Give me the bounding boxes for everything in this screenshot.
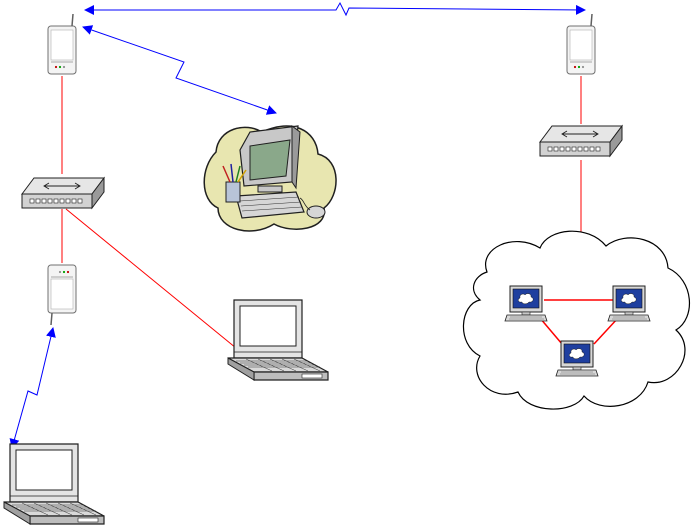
access-point-top-right-icon [567, 14, 595, 74]
wireless-link-ap-top-left-to-ap-top-right [85, 3, 585, 15]
access-point-bottom-left-icon [48, 265, 76, 325]
workstation-cloud-left-icon [505, 286, 547, 321]
workstation-cloud-right-icon [608, 286, 650, 321]
cloud-icon [463, 231, 689, 409]
link-switch-left-to-laptop-middle [66, 209, 236, 348]
switch-left-icon [22, 178, 104, 208]
workstation-cloud-bottom-icon [556, 341, 598, 376]
laptop-middle-icon [228, 300, 328, 380]
wireless-link-ap-top-left-to-desktop [83, 27, 276, 113]
access-point-top-left-icon [48, 14, 76, 74]
wireless-link-ap-bottom-left-to-laptop [12, 328, 53, 448]
desktop-computer-clipart-icon [204, 126, 336, 231]
switch-right-icon [540, 126, 622, 156]
laptop-bottom-left-icon [4, 444, 104, 524]
